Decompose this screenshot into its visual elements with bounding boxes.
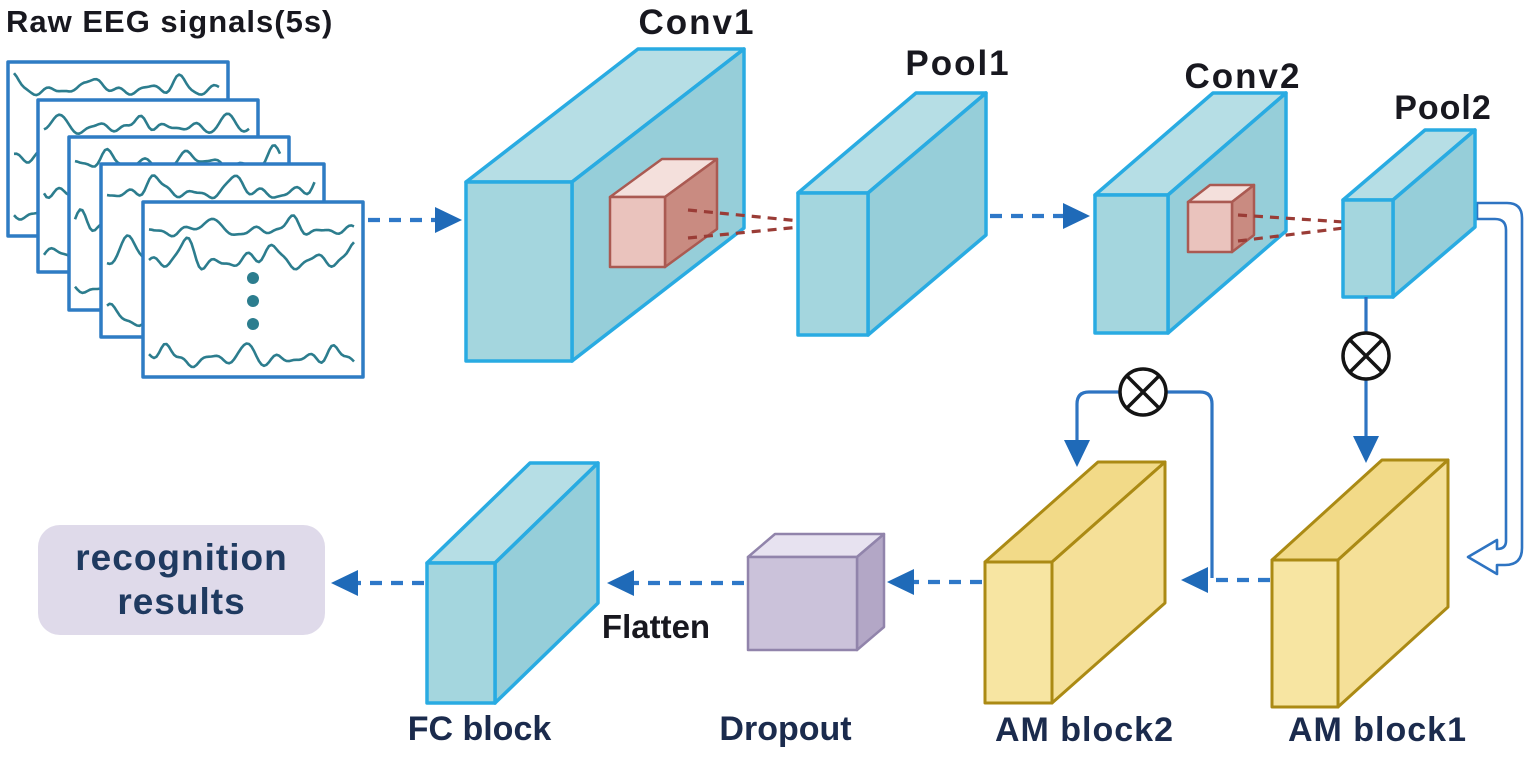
dropout-label: Dropout <box>719 710 852 748</box>
dropout-box <box>746 532 886 652</box>
kernel-projection-lines-conv2 <box>1237 213 1345 243</box>
kernel-projection-lines-conv1 <box>687 208 801 240</box>
pool2-label: Pool2 <box>1394 89 1492 127</box>
am-block1-label: AM block1 <box>1287 711 1468 749</box>
skip-connection-arrow <box>1466 201 1524 576</box>
conv2-label: Conv2 <box>1184 57 1302 96</box>
eeg-stack <box>6 60 365 379</box>
arrow-input-conv1 <box>368 207 462 233</box>
recognition-results-line1: recognition <box>75 537 288 578</box>
arrow-fc-results <box>331 570 424 596</box>
arrow-am1-am2 <box>1181 567 1270 593</box>
fc-block-label: FC block <box>407 710 552 748</box>
multiply-icon-am2 <box>1118 367 1168 417</box>
pool1-box <box>796 91 988 337</box>
flatten-label: Flatten <box>601 608 711 645</box>
arrow-pool1-conv2 <box>990 203 1090 229</box>
arrow-dropout-fc <box>607 570 744 596</box>
conv1-kernel <box>608 157 719 269</box>
recognition-results-line2: results <box>117 581 246 622</box>
conv1-label: Conv1 <box>638 3 756 42</box>
multiply-icon-pool2 <box>1341 331 1391 381</box>
raw-eeg-label: Raw EEG signals(5s) <box>6 4 334 39</box>
am-block2-box <box>983 460 1167 705</box>
recognition-results-box: recognition results <box>38 525 325 635</box>
pool2-box <box>1341 128 1477 299</box>
am-block1-box <box>1270 458 1450 709</box>
arrow-am2-dropout <box>887 569 982 595</box>
am-block2-label: AM block2 <box>994 711 1175 749</box>
fc-block-box <box>425 461 600 705</box>
conv2-kernel <box>1186 183 1256 254</box>
pool1-label: Pool1 <box>905 44 1011 83</box>
